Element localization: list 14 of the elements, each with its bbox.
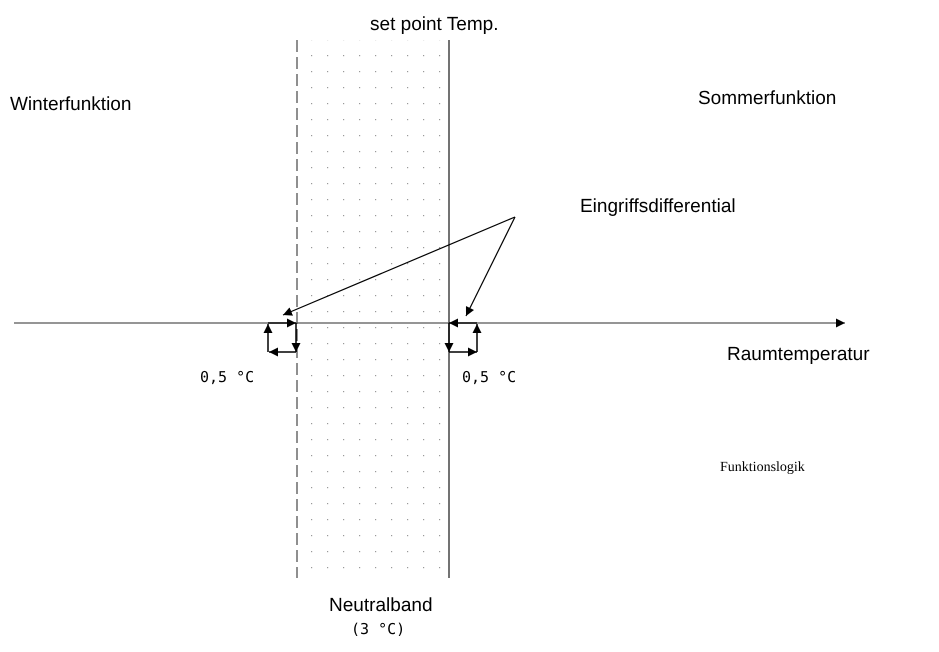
axis-title: set point Temp. bbox=[370, 14, 499, 36]
axis-label: Raumtemperatur bbox=[727, 344, 870, 366]
value-label: 0,5 °C bbox=[462, 368, 516, 386]
value-label: 0,5 °C bbox=[200, 368, 254, 386]
region-label: Sommerfunktion bbox=[698, 88, 836, 110]
region-label: Winterfunktion bbox=[10, 94, 132, 116]
differential-mark bbox=[264, 318, 300, 356]
callout-label: Eingriffsdifferential bbox=[580, 196, 736, 218]
band-label: Neutralband bbox=[329, 595, 433, 617]
value-label: (3 °C) bbox=[351, 620, 406, 638]
leader-line bbox=[465, 216, 516, 316]
caption-note: Funktionslogik bbox=[720, 460, 805, 476]
differential-mark bbox=[444, 318, 482, 356]
leader-line bbox=[282, 216, 516, 316]
